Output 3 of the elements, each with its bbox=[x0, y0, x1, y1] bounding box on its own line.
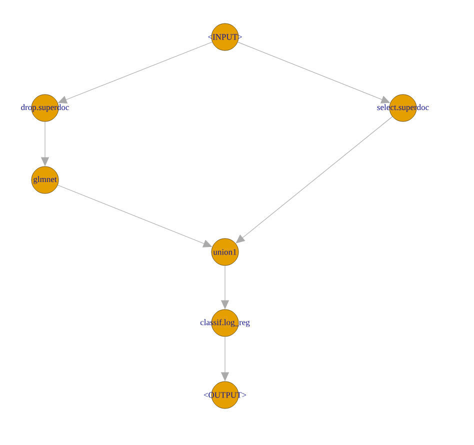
graph-node: union1 bbox=[211, 238, 239, 266]
graph-node: glmnet bbox=[31, 166, 59, 194]
arrow bbox=[236, 116, 393, 244]
